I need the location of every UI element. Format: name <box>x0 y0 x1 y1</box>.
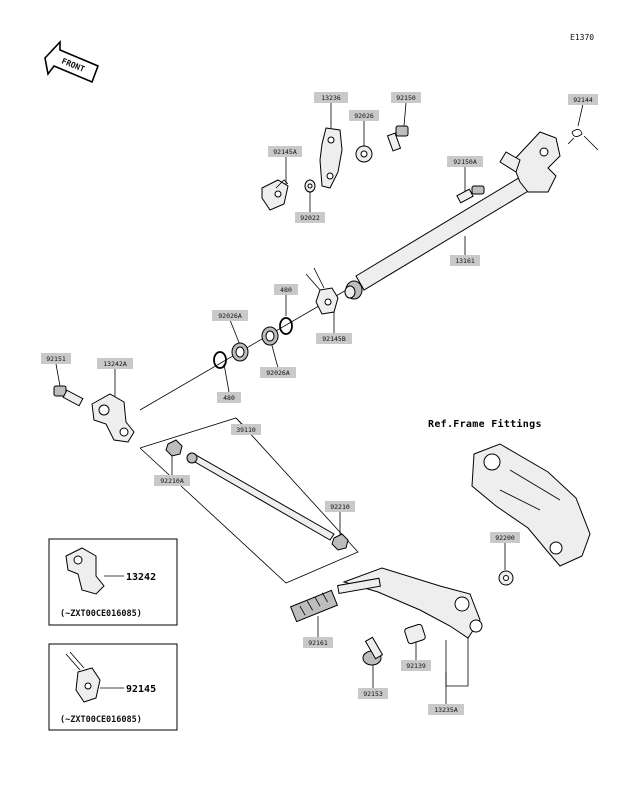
circlip-480-lower <box>213 351 227 369</box>
tie-rod-39110 <box>186 452 335 541</box>
label-92145B: 92145B <box>322 335 346 343</box>
bolt-92151 <box>53 385 84 407</box>
ref-frame-label: Ref.Frame Fittings <box>428 418 542 430</box>
nut-92210A <box>165 439 183 457</box>
label-13161: 13161 <box>455 257 475 265</box>
label-480-lower: 480 <box>223 394 235 402</box>
label-92200: 92200 <box>495 534 515 542</box>
bolt-92150A <box>456 185 485 204</box>
label-92026A-upper: 92026A <box>218 312 242 320</box>
label-92161: 92161 <box>308 639 328 647</box>
frame-fitting <box>471 443 591 567</box>
inset1-part: 13242 <box>126 572 156 583</box>
label-92150A: 92150A <box>453 158 477 166</box>
shift-shaft-13161 <box>344 131 561 300</box>
label-92151: 92151 <box>46 355 66 363</box>
washer-92022 <box>304 179 316 193</box>
label-92210: 92210 <box>330 503 350 511</box>
washer-92026 <box>355 145 373 163</box>
bolt-92150 <box>386 125 409 152</box>
inset-92145: 92145 (~ZXT00CE016085) <box>48 643 178 731</box>
label-92150: 92150 <box>396 94 416 102</box>
inset2-part: 92145 <box>126 684 156 695</box>
spring-92145B <box>305 267 339 315</box>
nut-92210 <box>331 533 349 551</box>
label-39110: 39110 <box>236 426 256 434</box>
label-92139: 92139 <box>406 662 426 670</box>
circlip-480-upper <box>279 317 293 335</box>
spring-92144 <box>567 129 599 151</box>
washer-92026A-lower <box>231 342 249 362</box>
label-13242A: 13242A <box>103 360 127 368</box>
part-labels: 13236 92150 92026 92144 92145A 92022 921… <box>41 92 598 715</box>
label-92022: 92022 <box>300 214 320 222</box>
label-92210A: 92210A <box>160 477 184 485</box>
inset1-note: (~ZXT00CE016085) <box>60 609 142 619</box>
lever-13242A <box>91 393 135 443</box>
diagram-id: E1370 <box>570 33 594 42</box>
arm-13236 <box>319 127 343 189</box>
shift-pedal-13235A <box>337 567 483 639</box>
label-92144: 92144 <box>573 96 593 104</box>
collar-92139 <box>404 623 426 645</box>
rubber-92161 <box>289 589 339 623</box>
bolt-92153 <box>362 636 384 666</box>
inset-13242: 13242 (~ZXT00CE016085) <box>48 538 178 626</box>
label-480-upper: 480 <box>280 286 292 294</box>
spring-92145A <box>261 179 289 211</box>
inset2-note: (~ZXT00CE016085) <box>60 715 142 725</box>
label-92153: 92153 <box>363 690 383 698</box>
label-92026A-lower: 92026A <box>266 369 290 377</box>
label-92026: 92026 <box>354 112 374 120</box>
front-arrow-icon: FRONT <box>44 39 100 84</box>
label-92145A: 92145A <box>273 148 297 156</box>
washer-92200 <box>498 570 514 586</box>
label-13236: 13236 <box>321 94 341 102</box>
label-13235A: 13235A <box>434 706 458 714</box>
washer-92026A-upper <box>261 326 279 346</box>
